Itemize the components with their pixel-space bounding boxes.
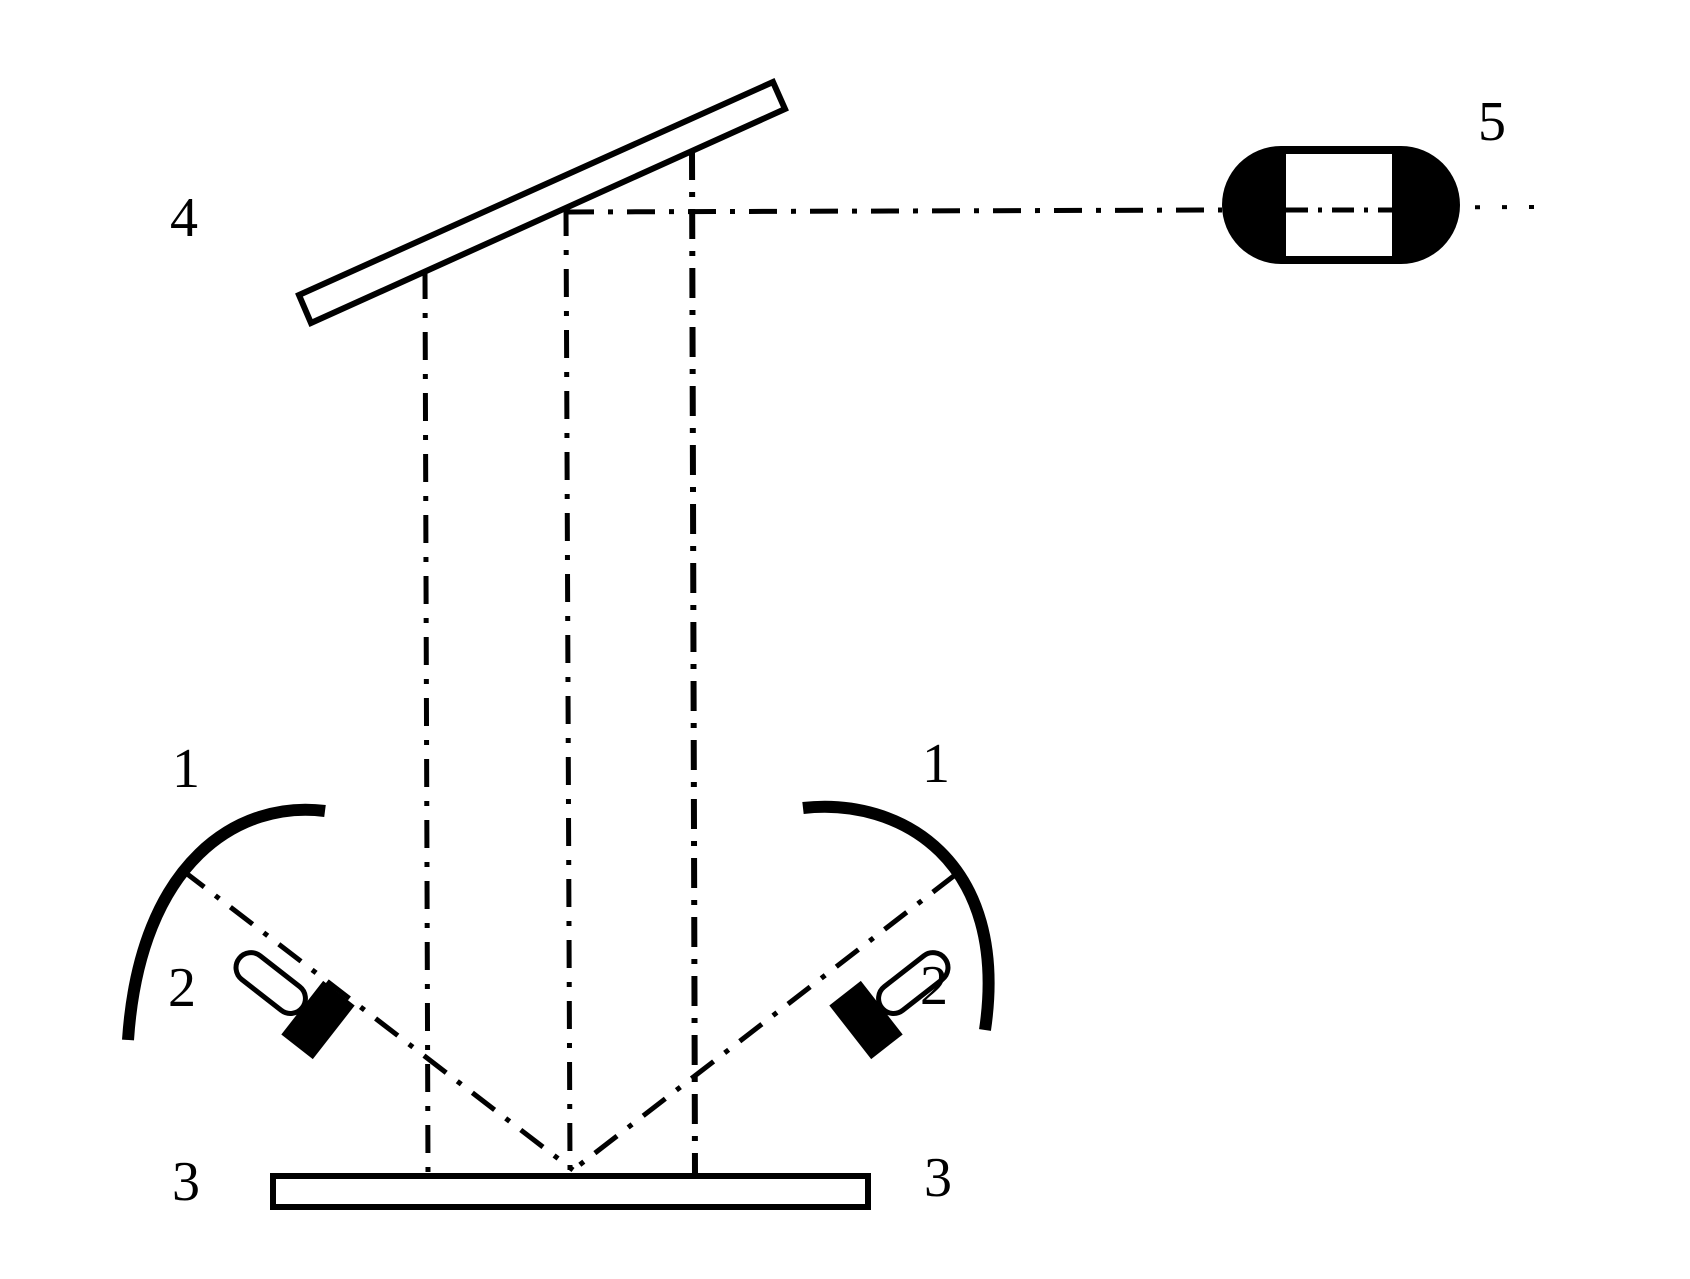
right-lamp <box>829 950 951 1060</box>
detector-window <box>1286 154 1392 256</box>
left-lamp-bulb <box>233 950 308 1016</box>
detector <box>1222 146 1460 264</box>
label-2-left: 2 <box>168 957 196 1019</box>
left-lamp-base <box>281 980 355 1060</box>
right-reflector-arc <box>802 800 995 1031</box>
left-lamp <box>233 950 355 1060</box>
right-lamp-bulb <box>876 950 951 1016</box>
beam-right-vertical <box>689 149 698 1177</box>
beam-right-diagonal <box>571 873 957 1172</box>
label-5: 5 <box>1478 91 1506 153</box>
beam-to-detector <box>565 207 1223 215</box>
beam-left-diagonal <box>180 868 575 1172</box>
sample-plate <box>270 1173 871 1210</box>
label-1-left: 1 <box>172 738 200 800</box>
beam-left-vertical <box>422 270 431 1177</box>
label-1-right: 1 <box>922 733 950 795</box>
label-3-right: 3 <box>924 1147 952 1209</box>
right-lamp-base <box>829 980 903 1060</box>
label-3-left: 3 <box>172 1151 200 1213</box>
beam-center-vertical <box>563 207 573 1171</box>
inclined-mirror <box>295 78 789 327</box>
label-4: 4 <box>170 187 198 249</box>
left-reflector-arc <box>122 803 326 1041</box>
label-2-right: 2 <box>920 955 948 1017</box>
